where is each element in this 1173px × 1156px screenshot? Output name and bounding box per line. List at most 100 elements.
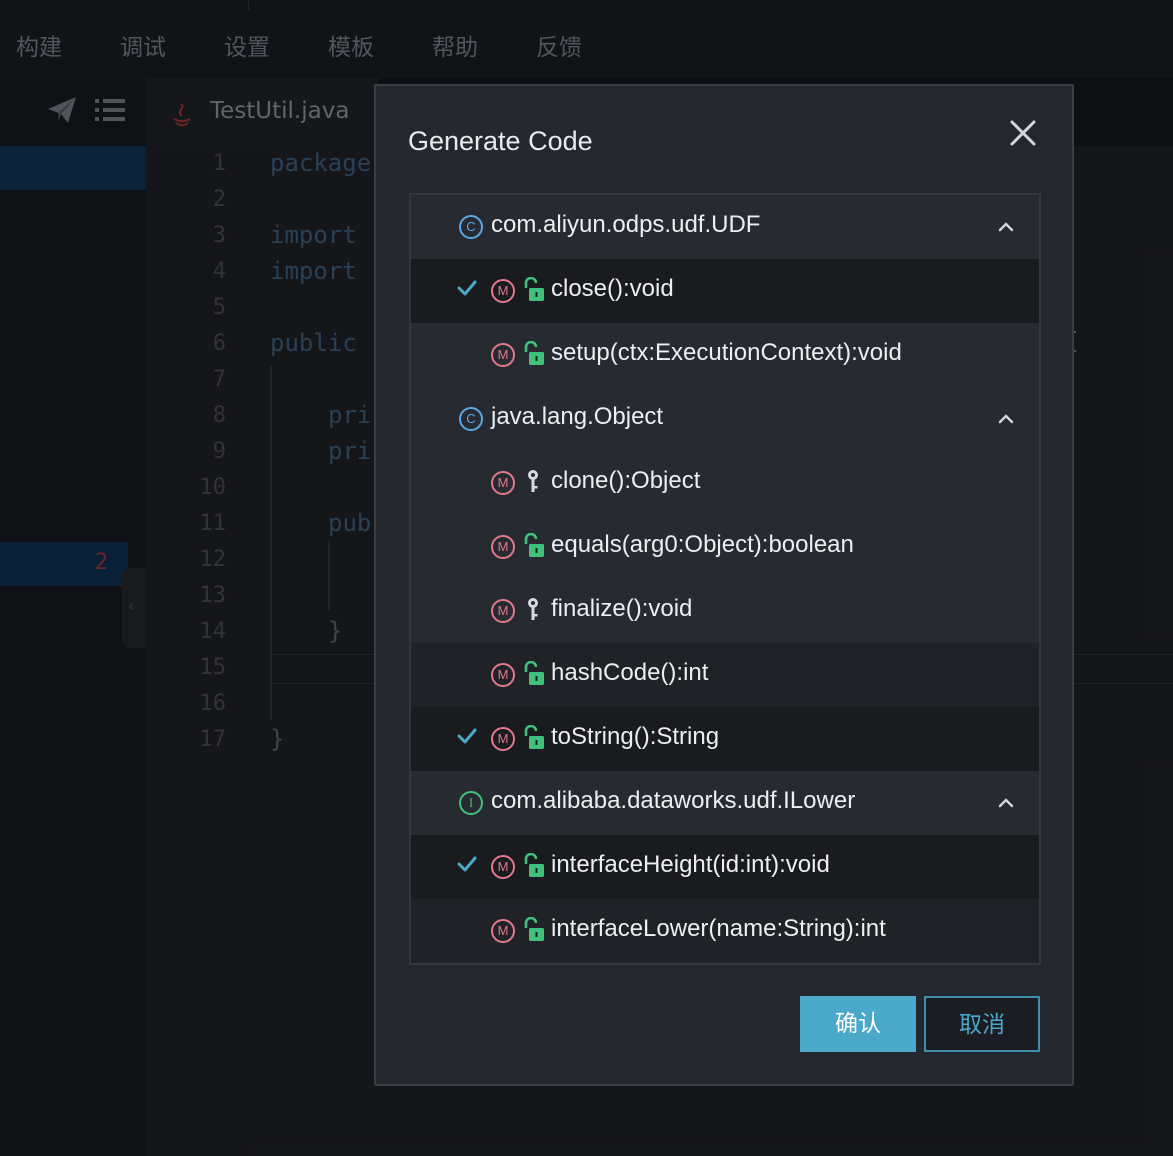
line-number: 15 <box>199 655 227 680</box>
menu-help[interactable]: 帮助 <box>432 35 478 61</box>
class-icon: C <box>459 407 483 431</box>
menu-debug[interactable]: 调试 <box>120 35 166 61</box>
method-signature: toString():String <box>551 723 720 750</box>
chevron-up-icon[interactable] <box>997 221 1015 233</box>
unlocked-icon <box>524 725 544 749</box>
method-icon: M <box>491 855 515 879</box>
group-name: java.lang.Object <box>491 403 664 430</box>
tab-testutil-java[interactable]: TestUtil.java <box>146 78 378 146</box>
method-signature: hashCode():int <box>551 659 709 686</box>
method-signature: interfaceLower(name:String):int <box>551 915 886 942</box>
unlocked-icon <box>524 341 544 365</box>
method-signature: clone():Object <box>551 467 701 494</box>
method-icon: M <box>491 471 515 495</box>
chevron-left-icon: ‹ <box>128 596 135 615</box>
line-number: 6 <box>212 331 226 356</box>
key-icon <box>528 598 538 620</box>
line-number: 14 <box>199 619 227 644</box>
unlocked-icon <box>524 661 544 685</box>
menu-settings[interactable]: 设置 <box>224 35 270 61</box>
code-line-9: pri <box>328 437 372 465</box>
method-icon: M <box>491 919 515 943</box>
check-icon <box>457 856 477 872</box>
check-icon <box>457 728 477 744</box>
code-line-8: pri <box>328 401 372 429</box>
line-number: 13 <box>199 583 227 608</box>
method-icon: M <box>491 599 515 623</box>
line-number: 11 <box>199 511 227 536</box>
menu-feedback[interactable]: 反馈 <box>536 35 582 61</box>
left-panel-selected-item[interactable] <box>0 146 146 190</box>
unlocked-icon <box>524 917 544 941</box>
method-icon: M <box>491 343 515 367</box>
cancel-button[interactable]: 取消 <box>924 996 1040 1052</box>
paper-plane-icon[interactable] <box>46 95 78 125</box>
line-number: 3 <box>212 223 226 248</box>
method-signature: close():void <box>551 275 674 302</box>
left-panel-problem-row[interactable]: 2 <box>0 542 128 586</box>
menu-bar: 构建 调试 设置 模板 帮助 反馈 <box>0 0 1173 82</box>
key-icon <box>528 470 538 492</box>
menu-build[interactable]: 构建 <box>16 35 62 61</box>
java-icon <box>173 103 191 127</box>
chevron-up-icon[interactable] <box>997 413 1015 425</box>
list-icon[interactable] <box>95 96 125 124</box>
method-icon: M <box>491 279 515 303</box>
line-number: 10 <box>199 475 227 500</box>
collapse-panel-handle[interactable]: ‹ <box>122 568 148 648</box>
code-line-17: } <box>270 725 285 753</box>
line-number: 12 <box>199 547 227 572</box>
indent-guide <box>270 366 272 720</box>
line-number: 16 <box>199 691 227 716</box>
group-name: com.alibaba.dataworks.udf.ILower <box>491 787 856 814</box>
check-icon <box>457 280 477 296</box>
method-icon: M <box>491 535 515 559</box>
method-signature: setup(ctx:ExecutionContext):void <box>551 339 902 366</box>
line-number: 5 <box>212 295 226 320</box>
unlocked-icon <box>524 277 544 301</box>
method-icon: M <box>491 727 515 751</box>
method-signature: interfaceHeight(id:int):void <box>551 851 830 878</box>
code-line-1: package <box>270 149 372 177</box>
group-name: com.aliyun.odps.udf.UDF <box>491 211 761 238</box>
method-icon: M <box>491 663 515 687</box>
line-number: 17 <box>199 727 227 752</box>
close-icon[interactable] <box>1008 118 1038 148</box>
unlocked-icon <box>524 533 544 557</box>
confirm-button[interactable]: 确认 <box>800 996 916 1052</box>
line-number: 9 <box>212 439 226 464</box>
line-number: 8 <box>212 403 226 428</box>
class-icon: C <box>459 215 483 239</box>
problem-count: 2 <box>94 550 108 575</box>
left-panel <box>0 82 146 1156</box>
indent-guide <box>328 540 330 610</box>
tab-label: TestUtil.java <box>210 98 350 124</box>
dialog-title: Generate Code <box>408 126 593 156</box>
code-line-11: pub <box>328 509 372 537</box>
interface-icon: I <box>459 791 483 815</box>
line-number: 7 <box>212 367 226 392</box>
menu-templates[interactable]: 模板 <box>328 35 374 61</box>
code-line-4: import <box>270 257 357 285</box>
chevron-up-icon[interactable] <box>997 797 1015 809</box>
unlocked-icon <box>524 853 544 877</box>
scroll-marker <box>1072 350 1076 352</box>
line-number: 2 <box>212 187 226 212</box>
method-signature: equals(arg0:Object):boolean <box>551 531 854 558</box>
line-number: 1 <box>212 151 226 176</box>
